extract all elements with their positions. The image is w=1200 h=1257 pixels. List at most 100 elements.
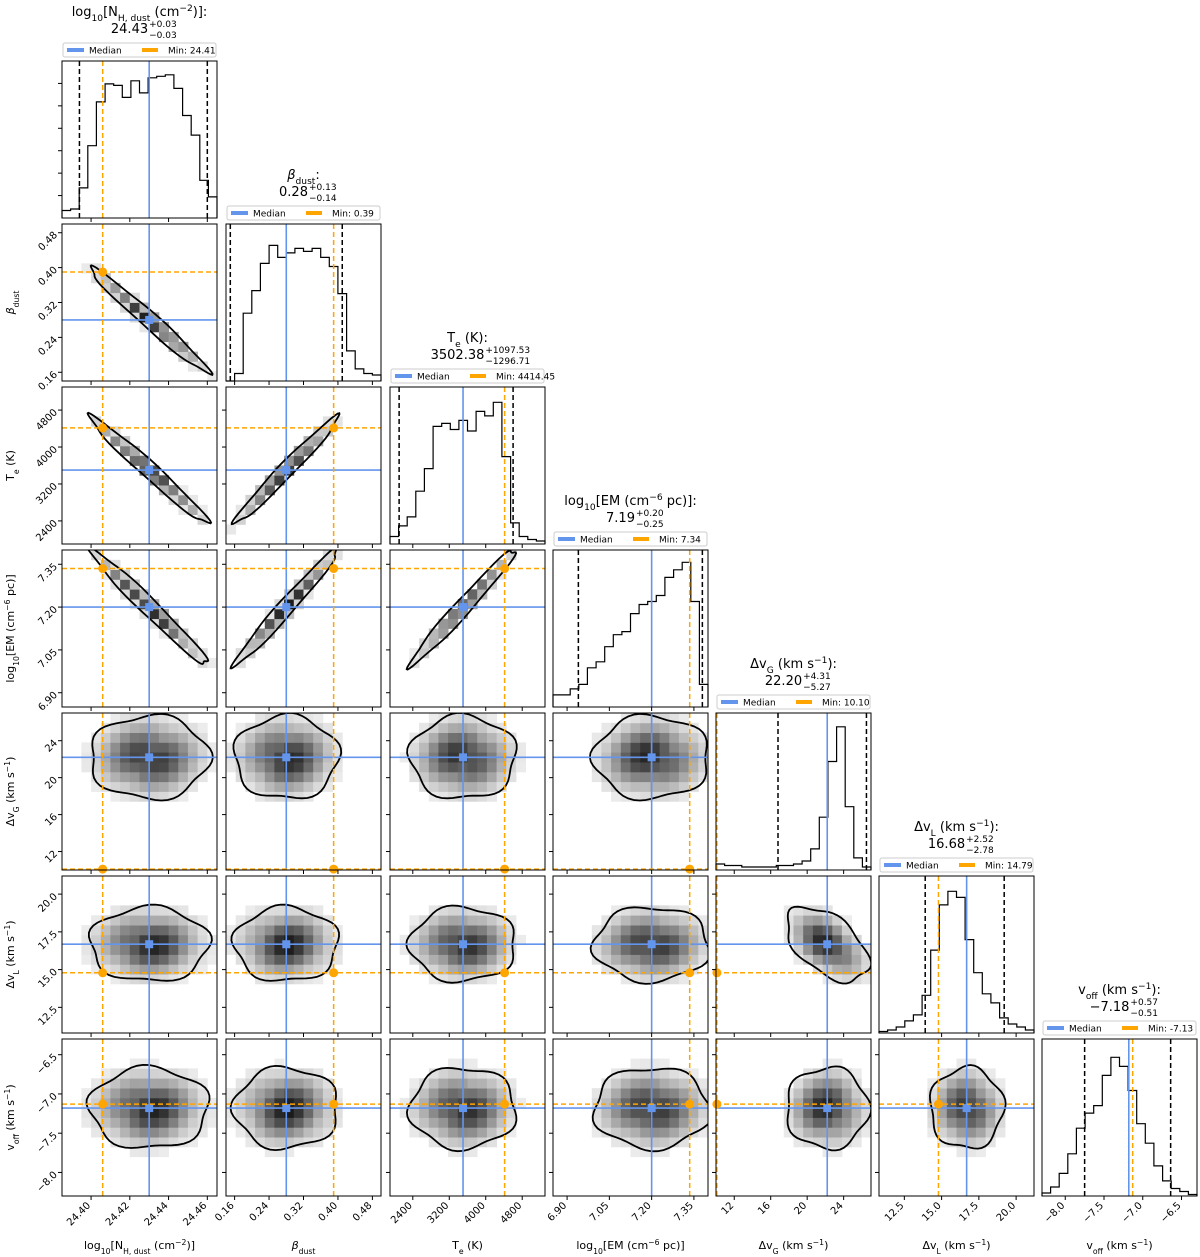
density-cell [120, 732, 131, 743]
density-cell [438, 1107, 449, 1118]
median-marker [459, 940, 468, 949]
density-cell [812, 934, 823, 946]
x-axis-label-dvg: ΔvG (km s−1) [759, 1238, 829, 1256]
density-cell [428, 1117, 439, 1128]
density-cell [649, 732, 660, 743]
density-cell [659, 1088, 670, 1099]
density-cell [477, 1068, 488, 1079]
y-tick-label: 3200 [34, 481, 60, 507]
density-cell [245, 1137, 256, 1148]
legend-min-label: Min: 10.10 [822, 699, 870, 709]
density-cell [486, 964, 497, 975]
density-cell [486, 1127, 497, 1138]
x-tick-label: 0.16 [213, 1200, 237, 1224]
density-cell [149, 322, 160, 333]
density-cell [678, 974, 689, 985]
legend-median-label: Median [580, 536, 613, 546]
density-cell [832, 1137, 843, 1148]
density-cell [235, 722, 246, 733]
density-cell [100, 732, 111, 743]
density-cell [158, 722, 169, 733]
min-marker [685, 968, 695, 978]
density-cell [264, 618, 275, 629]
density-cell [841, 974, 852, 985]
histogram-nh [61, 74, 218, 218]
density-cell [419, 742, 430, 753]
density-cell [149, 1146, 160, 1158]
density-cell [409, 1117, 420, 1128]
density-cell [100, 915, 111, 926]
density-cell [129, 1117, 140, 1128]
density-cell [985, 1117, 996, 1128]
density-cell [409, 648, 420, 659]
density-cell [515, 1097, 526, 1109]
density-cell [649, 954, 660, 965]
density-cell [120, 1107, 131, 1118]
density-cell [303, 954, 314, 965]
density-cell [832, 974, 843, 985]
density-cell [100, 781, 111, 792]
density-cells [226, 905, 343, 985]
density-cell [168, 771, 179, 783]
density-cell [419, 915, 430, 926]
panel-dvl-dvg [712, 875, 872, 1037]
density-cell [91, 944, 102, 955]
density-cell [207, 1107, 217, 1118]
density-cell [611, 781, 622, 792]
density-cell [428, 1097, 439, 1109]
density-cell [832, 915, 843, 926]
density-cell [812, 1107, 823, 1118]
density-cell [428, 1137, 439, 1148]
density-cell [399, 934, 410, 946]
density-cell [110, 722, 121, 733]
density-cell [91, 742, 102, 753]
density-cell [197, 1127, 208, 1138]
contour [591, 1067, 708, 1153]
density-cell [303, 722, 314, 733]
density-cell [197, 925, 208, 936]
density-cell [966, 1117, 977, 1128]
density-cells [226, 1058, 343, 1158]
density-cell [187, 1068, 198, 1079]
density-cell [448, 964, 459, 975]
density-cell [630, 1088, 641, 1099]
density-cell [467, 722, 478, 733]
density-cell [438, 628, 449, 639]
err-plus: +0.13 [309, 183, 337, 193]
density-cell [293, 722, 304, 733]
density-cell [120, 445, 131, 457]
density-cell [322, 934, 333, 946]
density-cell [649, 934, 660, 946]
density-cell [620, 1088, 631, 1099]
density-cell [841, 1117, 852, 1128]
density-cell [264, 475, 275, 486]
density-cell [861, 1097, 871, 1109]
density-cell [274, 618, 285, 629]
density-cell [158, 1146, 169, 1158]
density-cell [946, 1078, 957, 1089]
err-minus: −0.51 [1130, 1009, 1158, 1019]
density-cell [995, 1078, 1006, 1089]
panel-frame [552, 875, 709, 1034]
density-cell [197, 1088, 208, 1099]
density-cell [303, 925, 314, 936]
density-cell [966, 1058, 977, 1069]
density-cell [620, 1127, 631, 1138]
density-cell [110, 905, 121, 916]
density-cell [120, 1137, 131, 1148]
density-cell [178, 742, 189, 753]
density-cell [620, 762, 631, 773]
density-cell [168, 934, 179, 946]
density-cell [985, 1068, 996, 1079]
density-cell [168, 628, 179, 639]
density-cell [688, 1117, 699, 1128]
density-cell [486, 791, 497, 802]
density-cell [187, 1088, 198, 1099]
density-cell [139, 1088, 150, 1099]
density-cell [851, 1107, 862, 1118]
y-axis-label-dvg: ΔvG (km s−1) [3, 757, 21, 827]
err-minus: −5.27 [803, 683, 831, 693]
density-cell [946, 1137, 957, 1148]
density-cell [620, 944, 631, 955]
y-tick-label: 20.0 [36, 891, 60, 915]
